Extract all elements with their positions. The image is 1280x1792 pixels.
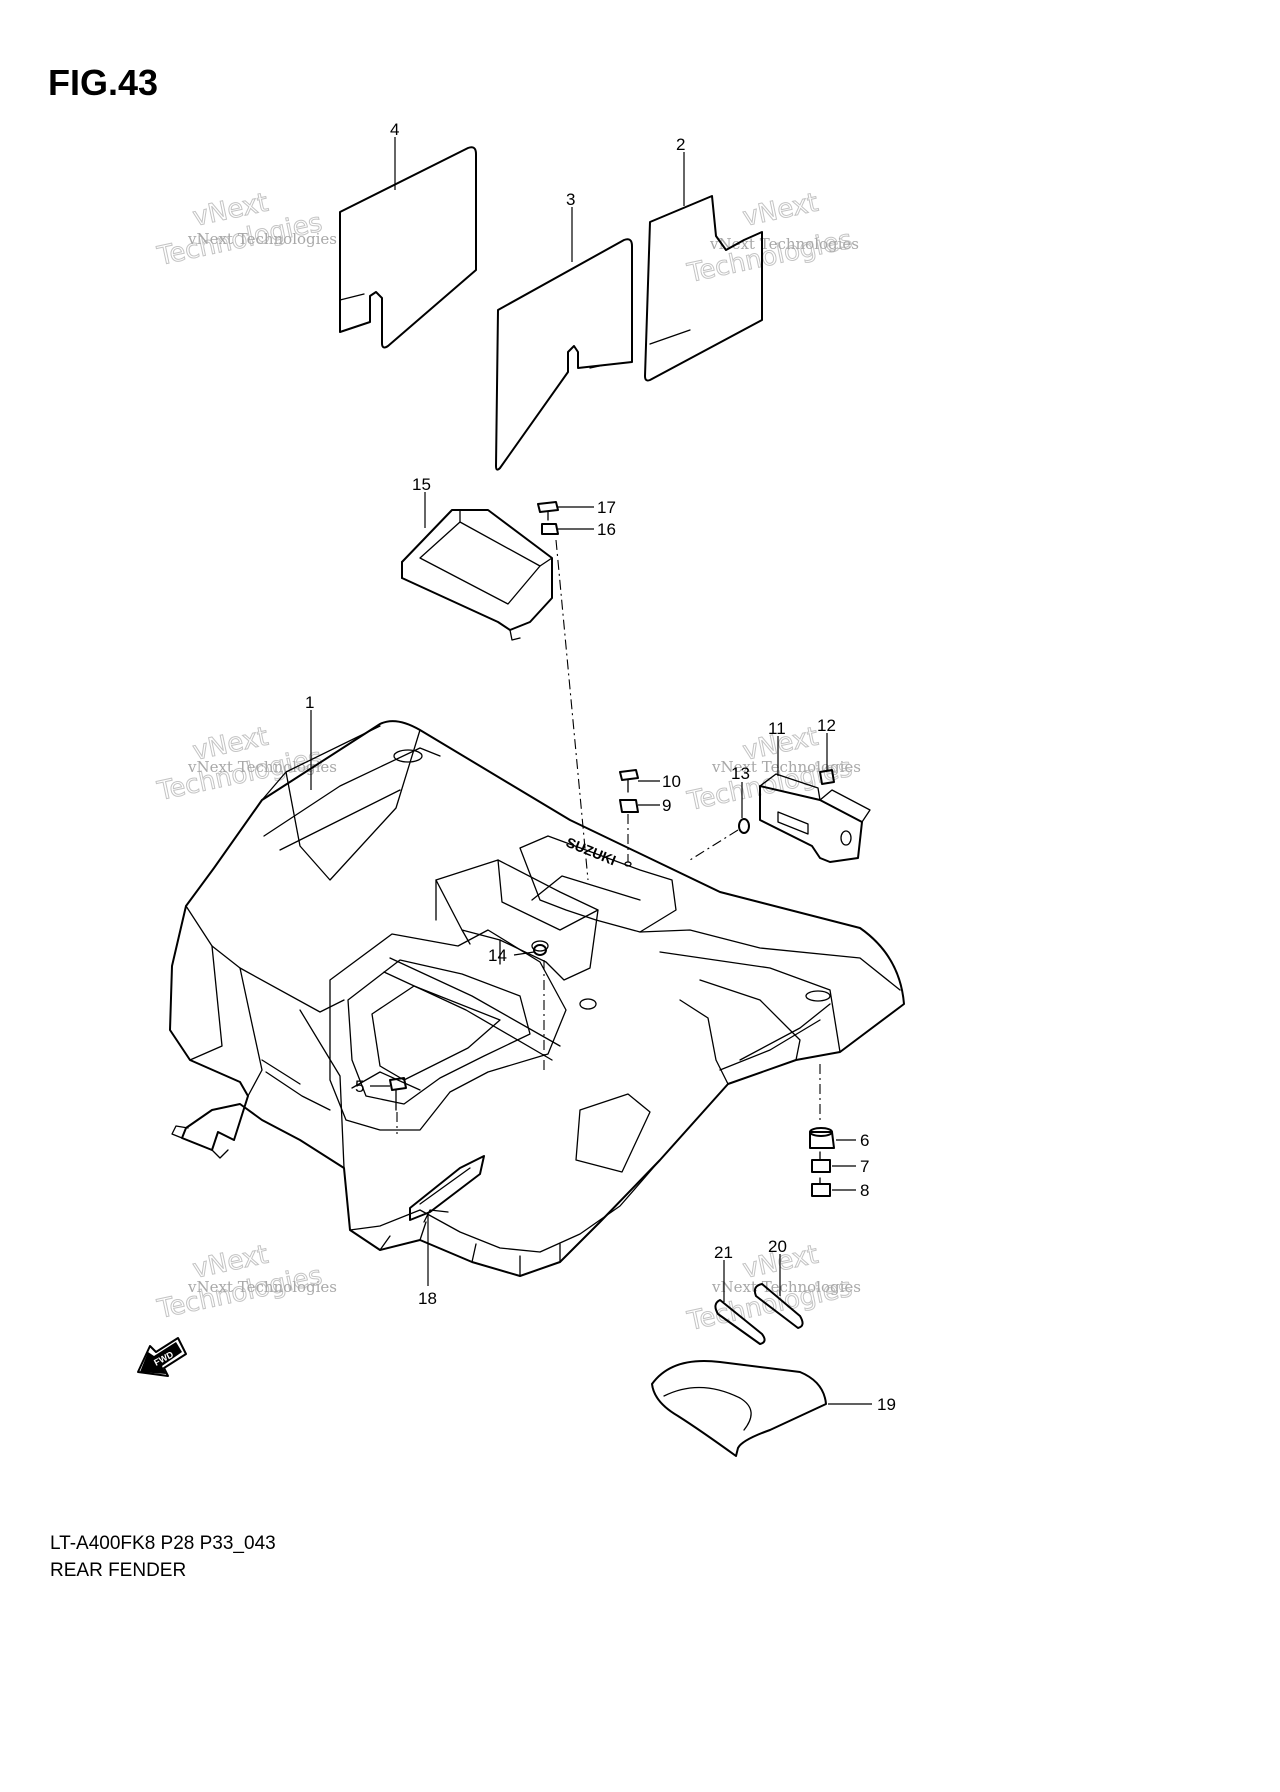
part-13-washer (738, 818, 750, 834)
callout-16: 16 (597, 520, 616, 539)
part-6-grommet (809, 1127, 835, 1149)
fwd-direction-arrow: FWD (137, 1337, 187, 1377)
part-7-collar (811, 1151, 831, 1173)
part-4-sheet (339, 146, 477, 349)
callout-6: 6 (860, 1131, 869, 1150)
callout-2: 2 (676, 135, 685, 154)
part-14-plug (533, 944, 547, 956)
figure-title: FIG.43 (48, 62, 159, 103)
svg-text:vNext Technologies: vNext Technologies (711, 1278, 861, 1296)
part-20-rod (753, 1283, 804, 1329)
part-5-bolt (389, 1077, 407, 1111)
callout-17: 17 (597, 498, 616, 517)
watermark-top-right: vNext Technologies vNext Technologies (684, 187, 859, 289)
part-2-sheet (644, 195, 763, 382)
mount-hole-9 (624, 861, 632, 867)
callout-18: 18 (418, 1289, 437, 1308)
callout-21: 21 (714, 1243, 733, 1262)
callout-15: 15 (412, 475, 431, 494)
part-12-screw (819, 769, 835, 785)
part-11-bracket (759, 773, 871, 863)
callout-1: 1 (305, 693, 314, 712)
callout-20: 20 (768, 1237, 787, 1256)
callout-12: 12 (817, 716, 836, 735)
watermark-top-left: vNext Technologies vNext Technologies (154, 187, 337, 272)
callout-3: 3 (566, 190, 575, 209)
watermark-mid-left: vNext Technologies vNext Technologies (154, 721, 337, 807)
leader-14 (513, 951, 535, 956)
part-18-emblem (409, 1155, 485, 1221)
part-19-pad (651, 1360, 827, 1457)
part-10-screw (619, 769, 639, 793)
part-1-rear-fender (169, 720, 905, 1277)
svg-text:vNext Technologies: vNext Technologies (187, 230, 337, 248)
part-17-screw (537, 501, 559, 521)
watermark-bottom-left: vNext Technologies vNext Technologies (154, 1239, 337, 1325)
model-code: LT-A400FK8 P28 P33_043 (50, 1533, 276, 1554)
callout-19: 19 (877, 1395, 896, 1414)
svg-text:vNext Technologies: vNext Technologies (709, 235, 859, 253)
callout-8: 8 (860, 1181, 869, 1200)
callout-10: 10 (662, 772, 681, 791)
assembly-line-bracket (689, 829, 739, 861)
callout-14: 14 (488, 946, 507, 965)
callout-11: 11 (768, 719, 786, 738)
svg-text:vNext Technologies: vNext Technologies (187, 758, 337, 776)
part-3-sheet (495, 238, 633, 471)
part-16-nut (541, 523, 559, 535)
callout-7: 7 (860, 1157, 869, 1176)
assembly-name: REAR FENDER (50, 1560, 187, 1581)
assembly-line-tray (555, 539, 589, 881)
part-8-bolt (811, 1177, 831, 1197)
part-15-tray (401, 509, 553, 641)
callout-4: 4 (390, 120, 399, 139)
part-9-nut (619, 799, 639, 813)
callout-5: 5 (355, 1077, 364, 1096)
svg-text:vNext: vNext (740, 188, 821, 233)
svg-text:vNext Technologies: vNext Technologies (187, 1278, 337, 1296)
callout-13: 13 (731, 764, 750, 783)
callout-9: 9 (662, 796, 671, 815)
part-21-rod (714, 1299, 766, 1345)
